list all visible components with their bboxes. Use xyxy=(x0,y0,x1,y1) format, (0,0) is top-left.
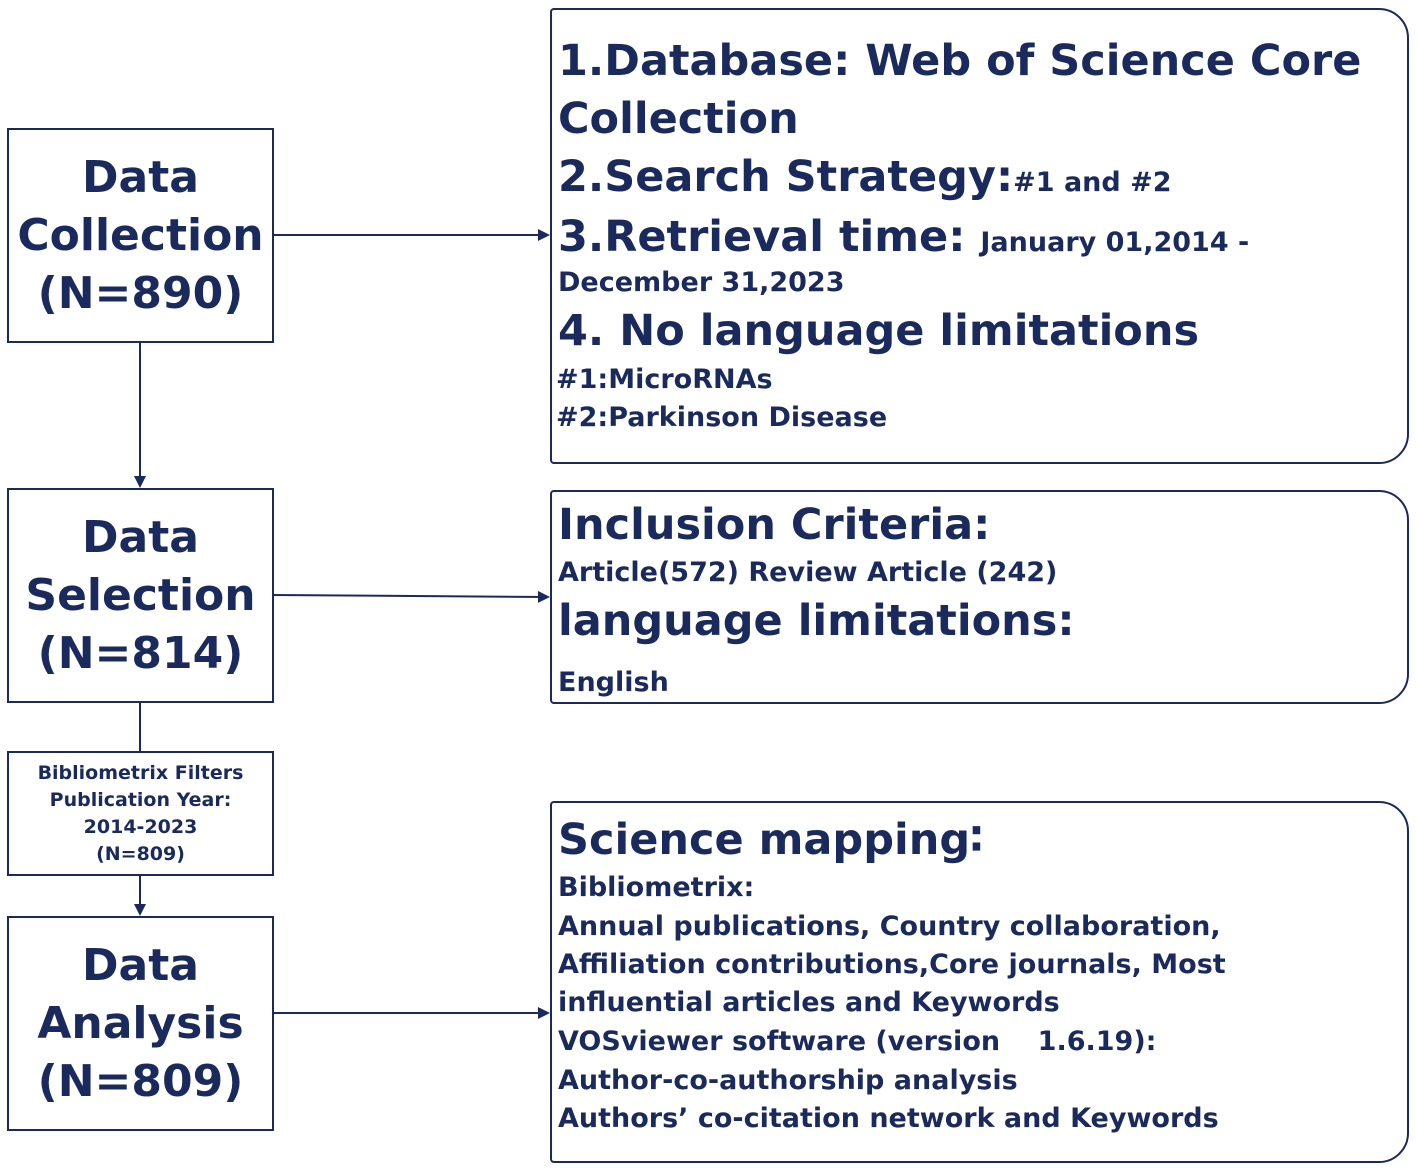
stage-label: Collection xyxy=(17,209,264,261)
stage-label: Data xyxy=(82,939,199,991)
language-limitations-title: language limitations: xyxy=(558,596,1075,646)
stage-count: (N=890) xyxy=(37,267,244,319)
stage-count: (N=809) xyxy=(37,1055,244,1107)
vosviewer-tool-label: VOSviewer software (version 1.6.19): xyxy=(558,1026,1157,1057)
filter-range: 2014-2023 xyxy=(83,815,198,838)
search-strategy-value: #1 and #2 xyxy=(1013,167,1172,198)
filter-label: Publication Year: xyxy=(49,788,232,811)
analysis-item: Affiliation contributions,Core journals,… xyxy=(558,949,1226,980)
science-mapping-title: Science mapping∶ xyxy=(558,815,983,865)
analysis-item: Annual publications, Country collaborati… xyxy=(558,911,1221,942)
arrow-selection-to-details xyxy=(272,590,550,603)
search-term-1: #1:MicroRNAs xyxy=(556,364,773,395)
collection-details-box: 1.Database: Web of Science Core Collecti… xyxy=(550,8,1409,464)
bibliometrix-filter-box: Bibliometrix Filters Publication Year: 2… xyxy=(7,751,274,876)
data-analysis-box: Data Analysis (N=809) xyxy=(7,916,274,1131)
analysis-item: Author-co-authorship analysis xyxy=(558,1065,1018,1096)
retrieval-time-start: January 01,2014 - xyxy=(980,227,1250,258)
analysis-details-box: Science mapping∶ Bibliometrix: Annual pu… xyxy=(550,801,1409,1163)
retrieval-time-line: 3.Retrieval time: January 01,2014 - xyxy=(558,212,1249,268)
data-collection-box: Data Collection (N=890) xyxy=(7,128,274,343)
database-line: 1.Database: Web of Science Core xyxy=(558,36,1362,86)
database-line-continued: Collection xyxy=(558,94,799,144)
inclusion-criteria-value: Article(572) Review Article (242) xyxy=(558,557,1058,588)
search-term-2: #2:Parkinson Disease xyxy=(556,402,888,433)
retrieval-time-title: 3.Retrieval time: xyxy=(558,212,981,262)
stage-label: Data xyxy=(82,151,199,203)
analysis-item: influential articles and Keywords xyxy=(558,987,1060,1018)
stage-count: (N=814) xyxy=(37,627,244,679)
filter-count: (N=809) xyxy=(96,842,185,865)
filter-label: Bibliometrix Filters xyxy=(37,761,244,784)
stage-label: Analysis xyxy=(37,997,244,1049)
bibliometrix-tool-label: Bibliometrix: xyxy=(558,872,755,903)
inclusion-criteria-title: Inclusion Criteria: xyxy=(558,500,991,550)
stage-label: Data xyxy=(82,511,199,563)
language-line: 4. No language limitations xyxy=(558,306,1200,356)
stage-label: Selection xyxy=(25,569,256,621)
language-limitations-value: English xyxy=(558,667,669,698)
selection-details-box: Inclusion Criteria: Article(572) Review … xyxy=(550,490,1409,704)
search-strategy-title: 2.Search Strategy: xyxy=(558,152,1014,202)
search-strategy-line: 2.Search Strategy:#1 and #2 xyxy=(558,152,1172,208)
analysis-item: Authors’ co-citation network and Keyword… xyxy=(558,1103,1219,1134)
data-selection-box: Data Selection (N=814) xyxy=(7,488,274,703)
retrieval-time-end: December 31,2023 xyxy=(558,267,845,298)
